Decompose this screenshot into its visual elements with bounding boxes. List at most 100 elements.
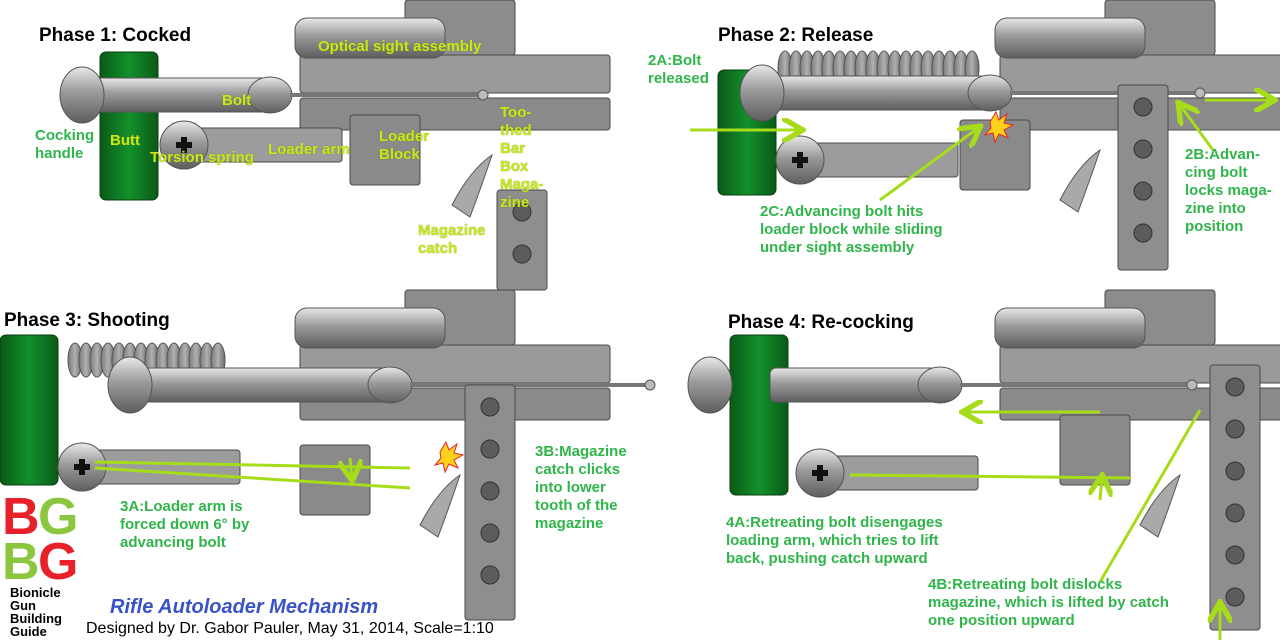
rod-tip <box>477 89 489 101</box>
phase-3-title: Phase 3: Shooting <box>4 310 170 331</box>
label-magazine: Too- thed Bar Box Maga- zine <box>500 104 544 211</box>
impact-spark-icon <box>983 110 1015 144</box>
magazine-tooth-hole <box>1133 223 1153 243</box>
bolt-body <box>769 367 941 403</box>
label-magazine-catch: Magazine catch <box>418 222 486 257</box>
cocking-handle-icon <box>739 64 785 122</box>
label-bolt: Bolt <box>222 92 252 109</box>
label-loader-block: Loader Block <box>379 128 430 163</box>
phase-3-assembly <box>0 289 656 621</box>
axle-cross-icon <box>74 459 90 475</box>
frame-beam <box>299 54 611 94</box>
cocking-handle-icon <box>687 356 733 414</box>
logo-letter: G <box>38 488 78 546</box>
optical-sight-icon <box>994 307 1146 349</box>
motion-arrows <box>94 100 1272 640</box>
magazine-catch-hook <box>1139 473 1181 538</box>
logo-letter: B <box>2 488 40 546</box>
magazine-tooth-hole <box>1225 503 1245 523</box>
cocking-handle-icon <box>59 66 105 124</box>
label-cocking-handle: Cocking handle <box>35 127 95 162</box>
rod-tip <box>1194 87 1206 99</box>
leader-2c <box>879 128 978 202</box>
label-3a: 3A:Loader arm is forced down 6° by advan… <box>120 498 250 551</box>
toothed-bar-magazine <box>1209 364 1261 631</box>
label-2c: 2C:Advancing bolt hits loader block whil… <box>760 203 943 256</box>
label-2a: 2A:Bolt released <box>648 52 709 87</box>
magazine-tooth-hole <box>1133 139 1153 159</box>
magazine-tooth-hole <box>1225 461 1245 481</box>
magazine-tooth-hole <box>512 244 532 264</box>
magazine-tooth-hole <box>1225 587 1245 607</box>
butt-stock-icon <box>0 334 59 486</box>
rod-tip <box>644 379 656 391</box>
magazine-tooth-hole <box>1225 419 1245 439</box>
magazine-tooth-hole <box>480 439 500 459</box>
label-loader-arm: Loader arm <box>268 141 350 158</box>
bolt-body <box>759 75 991 111</box>
optical-sight-icon <box>294 17 446 59</box>
magazine-catch-hook <box>419 473 461 538</box>
axle-cross-icon <box>792 152 808 168</box>
leader-2b <box>1180 105 1215 151</box>
bolt-head <box>967 74 1013 112</box>
magazine-tooth-hole <box>480 565 500 585</box>
label-4a: 4A:Retreating bolt disengages loading ar… <box>726 514 943 567</box>
phase-1-title: Phase 1: Cocked <box>39 25 192 46</box>
phase-2-title: Phase 2: Release <box>718 25 874 46</box>
butt-stock-icon <box>729 334 789 496</box>
logo-letter: B <box>2 533 40 591</box>
magazine-tooth-hole <box>1133 97 1153 117</box>
optical-sight-icon <box>294 307 446 349</box>
magazine-tooth-hole <box>480 481 500 501</box>
loader-arm <box>89 449 241 485</box>
bolt-head <box>917 366 963 404</box>
axle-cross-icon <box>176 137 192 153</box>
toothed-bar-magazine <box>496 189 548 291</box>
diagram-title: Rifle Autoloader Mechanism <box>110 596 379 618</box>
arrow-3a-down <box>350 457 352 478</box>
frame-beam <box>299 97 611 131</box>
magazine-catch-hook <box>451 153 493 218</box>
label-butt: Butt <box>110 132 140 149</box>
rod-tip <box>1186 379 1198 391</box>
label-3b: 3B:Magazine catch clicks into lower toot… <box>535 443 627 532</box>
logo-caption: Bionicle Gun Building Guide <box>10 585 62 639</box>
bolt-head <box>247 76 293 114</box>
arrow-4a-up <box>1100 478 1102 501</box>
loader-block <box>299 444 371 516</box>
label-2b: 2B:Advan- cing bolt locks maga- zine int… <box>1185 146 1272 235</box>
phase-4-title: Phase 4: Re-cocking <box>728 312 914 333</box>
leader-4a <box>849 473 1131 480</box>
magazine-tooth-hole <box>480 397 500 417</box>
credit-line: Designed by Dr. Gabor Pauler, May 31, 20… <box>86 620 494 637</box>
label-4b: 4B:Retreating bolt dislocks magazine, wh… <box>928 576 1169 629</box>
phase-1-assembly <box>59 0 611 291</box>
cocking-handle-icon <box>107 356 153 414</box>
label-torsion-spring: Torsion spring <box>150 149 254 166</box>
loader-block <box>1059 414 1131 486</box>
phase-2-assembly <box>717 0 1280 271</box>
phase-4-assembly <box>687 289 1280 631</box>
magazine-tooth-hole <box>1225 377 1245 397</box>
toothed-bar-magazine <box>1117 84 1169 271</box>
impact-spark-icon <box>433 440 465 474</box>
loader-arm <box>827 455 979 491</box>
leader-4b <box>1098 409 1202 583</box>
butt-stock-icon <box>99 51 159 201</box>
label-optical-sight: Optical sight assembly <box>318 38 482 55</box>
magazine-catch-hook <box>1059 148 1101 213</box>
magazine-tooth-hole <box>1225 545 1245 565</box>
axle-cross-icon <box>812 465 828 481</box>
loader-block <box>349 114 421 186</box>
magazine-tooth-hole <box>512 202 532 222</box>
magazine-tooth-hole <box>1133 181 1153 201</box>
logo-letter: G <box>38 533 78 591</box>
magazine-tooth-hole <box>480 523 500 543</box>
bolt-body <box>139 367 391 403</box>
optical-sight-icon <box>994 17 1146 59</box>
bolt-head <box>367 366 413 404</box>
